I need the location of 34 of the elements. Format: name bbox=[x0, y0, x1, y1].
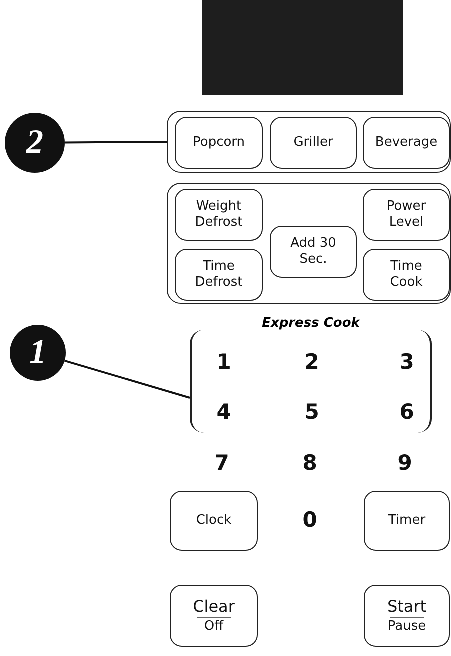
number-key: 0 bbox=[302, 508, 318, 532]
leader-line bbox=[64, 360, 190, 399]
keypad-key: Power Level bbox=[363, 189, 450, 241]
keypad-key: Beverage bbox=[363, 117, 450, 169]
keypad-key: Clock bbox=[170, 491, 258, 551]
number-key: 1 bbox=[216, 350, 232, 374]
keypad-key bbox=[170, 585, 258, 647]
button-group-panel bbox=[167, 183, 451, 304]
number-key: 9 bbox=[398, 451, 412, 475]
section-heading: Express Cook bbox=[259, 316, 363, 331]
key-label: Off bbox=[204, 619, 224, 635]
button-group-panel bbox=[167, 111, 451, 173]
key-label: Start bbox=[387, 597, 427, 616]
number-key: 6 bbox=[400, 400, 414, 424]
keypad-key: Time Defrost bbox=[175, 249, 263, 301]
key-label: Clear bbox=[193, 597, 235, 616]
keypad-key: Popcorn bbox=[175, 117, 263, 169]
number-key: 5 bbox=[304, 400, 320, 424]
display-screen bbox=[202, 0, 403, 95]
number-key: 3 bbox=[400, 350, 414, 374]
keypad-key: Add 30 Sec. bbox=[270, 226, 357, 278]
number-key: 2 bbox=[304, 350, 320, 374]
keypad-key: Time Cook bbox=[363, 249, 450, 301]
number-key: 7 bbox=[214, 451, 230, 475]
number-key: 8 bbox=[302, 451, 318, 475]
keypad-key bbox=[364, 585, 450, 647]
key-label: Pause bbox=[388, 619, 426, 635]
keypad-key: Weight Defrost bbox=[175, 189, 263, 241]
keypad-key: Timer bbox=[364, 491, 450, 551]
callout-number: 2 bbox=[5, 113, 65, 173]
leader-line bbox=[64, 141, 167, 144]
number-key: 4 bbox=[216, 400, 232, 424]
callout-number: 1 bbox=[10, 325, 66, 381]
keypad-key: Griller bbox=[270, 117, 357, 169]
